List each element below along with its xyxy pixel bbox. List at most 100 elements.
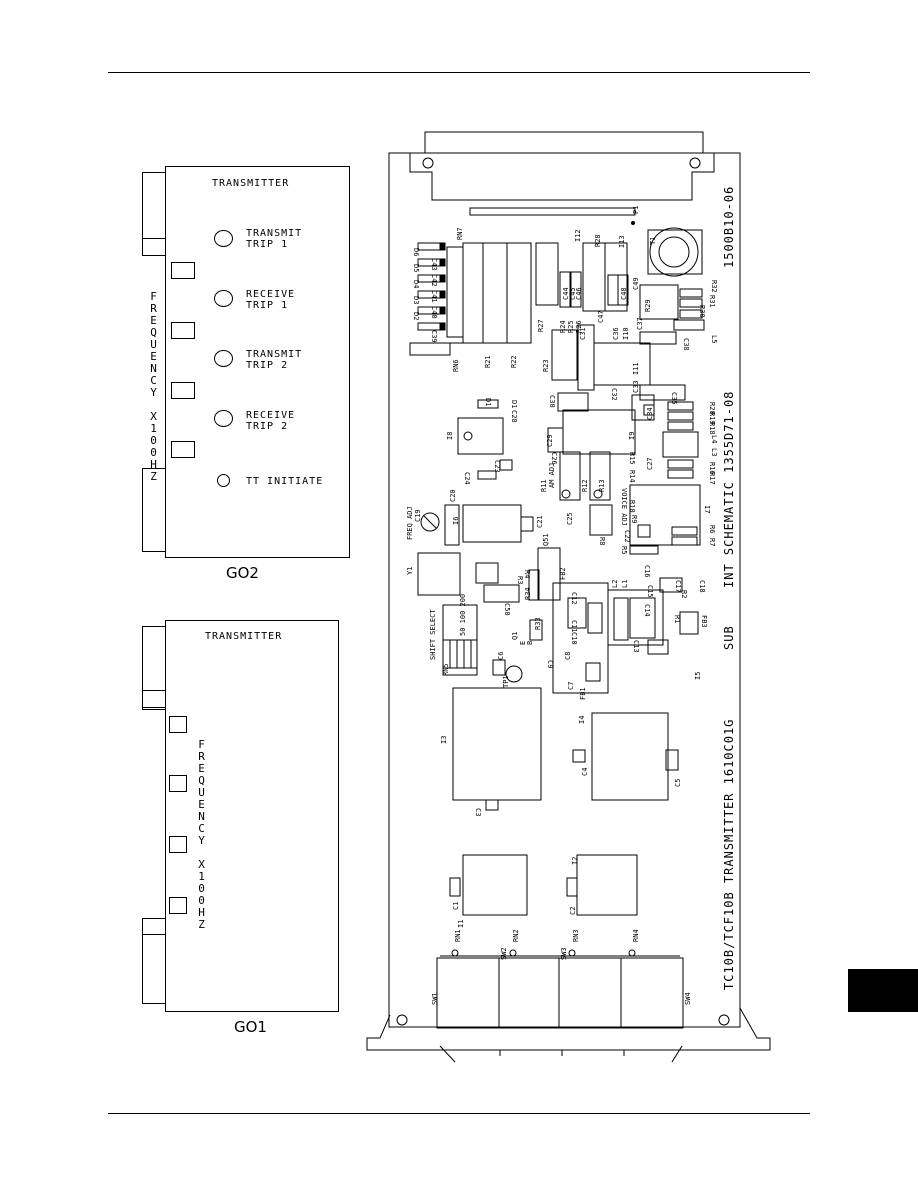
ref-r29: R29 xyxy=(644,299,652,312)
ref-r3: R3 xyxy=(516,576,524,584)
go1-title: TRANSMITTER xyxy=(205,631,283,642)
go1-caption: GO1 xyxy=(234,1018,267,1036)
ref-c31: C31 xyxy=(579,327,587,340)
ref-i5: I5 xyxy=(694,672,702,680)
ref-c33: C33 xyxy=(632,380,640,393)
shift-select-switch xyxy=(442,604,478,676)
ref-r17: R17 xyxy=(708,472,716,485)
ref-c11: C11 xyxy=(570,620,578,633)
ref-rn4: RN4 xyxy=(632,929,640,942)
ref-r7: R7 xyxy=(708,538,716,546)
ref-r12: R12 xyxy=(581,479,589,492)
go1-frequency-switch-2[interactable] xyxy=(169,775,187,792)
ref-r8: R8 xyxy=(598,537,606,545)
ref-c5: C5 xyxy=(674,779,682,787)
ref-c42: C42 xyxy=(430,274,438,287)
bottom-rail xyxy=(366,1007,771,1051)
go2-frequency-switch-4[interactable] xyxy=(171,441,195,458)
ref-i8: I8 xyxy=(446,432,454,440)
ref-c41: C41 xyxy=(430,290,438,303)
c2-cap xyxy=(566,877,578,897)
filter-area xyxy=(529,577,699,694)
mount-hole-bottom-left xyxy=(396,1014,408,1026)
ref-c9: C9 xyxy=(546,660,554,668)
mount-hole-top-left xyxy=(422,157,434,169)
ref-r26: R26 xyxy=(575,320,583,333)
ref-l4: L4 xyxy=(710,435,718,443)
footer-rule xyxy=(108,1113,810,1114)
board-title-transmitter: TC10B/TCF10B TRANSMITTER 1610C01G xyxy=(722,719,736,990)
ref-r25: R25 xyxy=(567,320,575,333)
go2-frequency-switch-1[interactable] xyxy=(171,262,195,279)
ref-q1: Q1 xyxy=(511,632,519,640)
crystal-y1 xyxy=(417,547,561,603)
resistor-group-r29 xyxy=(639,284,705,331)
ref-r24: R24 xyxy=(559,320,567,333)
c5-cap xyxy=(665,749,679,771)
board-outline xyxy=(388,152,741,1028)
ref-r18: R18 xyxy=(708,422,716,435)
ref-c32: C32 xyxy=(610,388,618,401)
go2-frequency-switch-2[interactable] xyxy=(171,322,195,339)
ref-i6: I6 xyxy=(452,517,460,525)
ref-rn2: RN2 xyxy=(512,929,520,942)
ref-l5: L5 xyxy=(710,335,718,343)
ref-l2: L2 xyxy=(611,580,619,588)
c4-cap xyxy=(572,749,586,763)
ref-i10: I10 xyxy=(622,327,630,340)
ref-c4: C4 xyxy=(581,768,589,776)
mount-hole-bottom-right xyxy=(718,1014,730,1026)
ref-i13: I13 xyxy=(618,235,626,248)
ref-rn3: RN3 xyxy=(572,929,580,942)
go2-title: TRANSMITTER xyxy=(212,178,290,189)
go1-frequency-switch-3[interactable] xyxy=(169,836,187,853)
ref-i12: I12 xyxy=(574,229,582,242)
ref-r19: R19 xyxy=(708,412,716,425)
ref-c14: C14 xyxy=(643,604,651,617)
go2-frequency-switch-3[interactable] xyxy=(171,382,195,399)
label-shift-select: SHIFT SELECT xyxy=(429,609,437,660)
ref-d1b: D1 xyxy=(484,398,492,406)
ref-c47: C47 xyxy=(597,310,605,323)
top-connector xyxy=(409,131,715,201)
ref-d3: D3 xyxy=(412,296,420,304)
p1-header xyxy=(469,207,636,216)
mount-hole-top-right xyxy=(689,157,701,169)
go2-label-transmit-trip-2: TRANSMIT TRIP 2 xyxy=(246,349,303,371)
ref-rn5: RN5 xyxy=(442,663,450,676)
ref-r9: R9 xyxy=(630,515,638,523)
ref-c22: C22 xyxy=(623,530,631,543)
ref-c10: C10 xyxy=(570,632,578,645)
ic-i3 xyxy=(452,687,542,801)
ref-sw4: SW4 xyxy=(684,992,692,1005)
diode-column xyxy=(417,242,464,338)
go2-led-transmit-trip-2 xyxy=(214,350,233,367)
go2-caption: GO2 xyxy=(226,564,259,582)
go1-frequency-switch-4[interactable] xyxy=(169,897,187,914)
ref-c28: C28 xyxy=(510,410,518,423)
ref-i2: I2 xyxy=(571,857,579,865)
ref-r23: R23 xyxy=(542,359,550,372)
ref-c35: C35 xyxy=(670,392,678,405)
ic-i10-i11 xyxy=(551,324,686,401)
ref-c37: C37 xyxy=(636,317,644,330)
resistor-group-r8 xyxy=(589,504,659,555)
go2-led-receive-trip-1 xyxy=(214,290,233,307)
resistor-group-r18 xyxy=(662,401,699,479)
ref-c2: C2 xyxy=(569,907,577,915)
go2-label-receive-trip-1: RECEIVE TRIP 1 xyxy=(246,289,296,311)
ref-d2: D2 xyxy=(412,312,420,320)
ref-r2: R2 xyxy=(680,590,688,598)
go1-panel xyxy=(165,620,339,1012)
ic-i1 xyxy=(462,854,528,916)
go2-led-tt-initiate xyxy=(217,474,230,487)
ref-r16: R16 xyxy=(708,462,716,475)
label-am-adj: AM ADJ xyxy=(548,463,556,488)
ref-d6: D6 xyxy=(412,248,420,256)
go1-frequency-switch-1[interactable] xyxy=(169,716,187,733)
ref-c20: C20 xyxy=(449,489,457,502)
ref-c29: C29 xyxy=(546,434,554,447)
go2-panel xyxy=(165,166,350,558)
ref-r20: R20 xyxy=(708,402,716,415)
